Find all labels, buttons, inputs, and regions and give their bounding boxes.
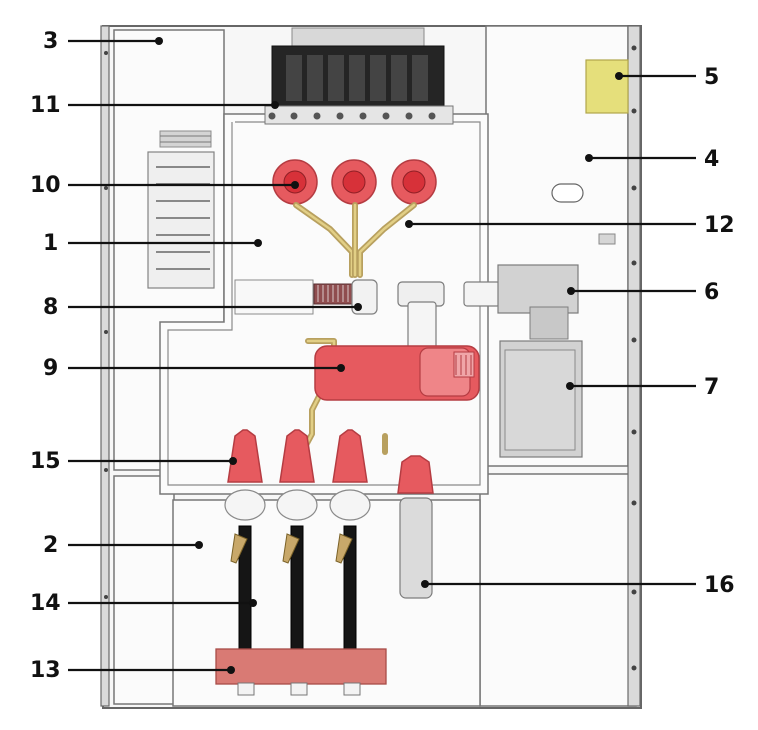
callout-1-dot [254,239,262,247]
circuit-breaker-body [302,338,480,455]
callout-15-label: 15 [30,449,61,474]
lower-bushing-right [332,429,368,483]
callout-4-label: 4 [704,147,719,172]
callout-3-dot [155,37,163,45]
callout-16-dot [421,580,429,588]
callout-7-label: 7 [704,375,719,400]
callout-14-dot [249,599,257,607]
callout-3: 3 [43,29,163,54]
callout-12: 12 [405,213,735,238]
callout-7-dot [566,382,574,390]
central-upper-inner-line [167,121,481,486]
callout-8: 8 [43,295,362,320]
cable-set [230,525,357,653]
callout-14-label: 14 [30,591,61,616]
callout-4-dot [585,154,593,162]
callout-11-label: 11 [30,93,61,118]
callout-5: 5 [615,65,719,90]
callout-6-label: 6 [704,280,719,305]
right-operating-mechanism [497,59,629,458]
right-rail [627,25,641,707]
switchgear-cabinet [100,25,642,709]
callout-16-label: 16 [704,573,735,598]
surge-arrester [397,455,434,599]
rail-bolts [104,45,637,671]
callout-9-label: 9 [43,356,58,381]
top-bus-conductor [264,27,454,125]
callout-15-dot [229,457,237,465]
terminal-block [215,648,387,696]
callout-9-dot [337,364,345,372]
callout-13-dot [227,666,235,674]
yellow-box [585,59,629,114]
lower-bushing-left [227,429,263,483]
callout-16: 16 [421,573,735,598]
callout-14: 14 [30,591,257,616]
callout-13: 13 [30,658,235,683]
right-lower-compartment [479,473,637,707]
callout-10-dot [291,181,299,189]
left-lower-compartment [113,475,175,705]
callout-10-label: 10 [30,173,61,198]
callout-8-dot [354,303,362,311]
callout-2-label: 2 [43,533,58,558]
callout-4: 4 [585,147,719,172]
callout-6-dot [567,287,575,295]
callout-9: 9 [43,356,345,381]
callout-1-label: 1 [43,231,58,256]
left-ventilation-grille [147,130,215,289]
callout-10: 10 [30,173,299,198]
callout-5-label: 5 [704,65,719,90]
callout-2: 2 [43,533,203,558]
disconnector-assembly [234,279,501,351]
callout-11-dot [271,101,279,109]
callout-3-label: 3 [43,29,58,54]
callout-15: 15 [30,449,237,474]
callout-11: 11 [30,93,279,118]
callout-8-label: 8 [43,295,58,320]
callout-12-label: 12 [704,213,735,238]
lower-bushing-middle [279,429,315,483]
callout-1: 1 [43,231,262,256]
lower-bushings [224,429,371,521]
callout-2-dot [195,541,203,549]
callout-7: 7 [566,375,719,400]
left-rail [100,25,110,707]
callout-12-dot [405,220,413,228]
callout-6: 6 [567,280,719,305]
upper-busbars [293,202,417,278]
callout-13-label: 13 [30,658,61,683]
callout-5-dot [615,72,623,80]
